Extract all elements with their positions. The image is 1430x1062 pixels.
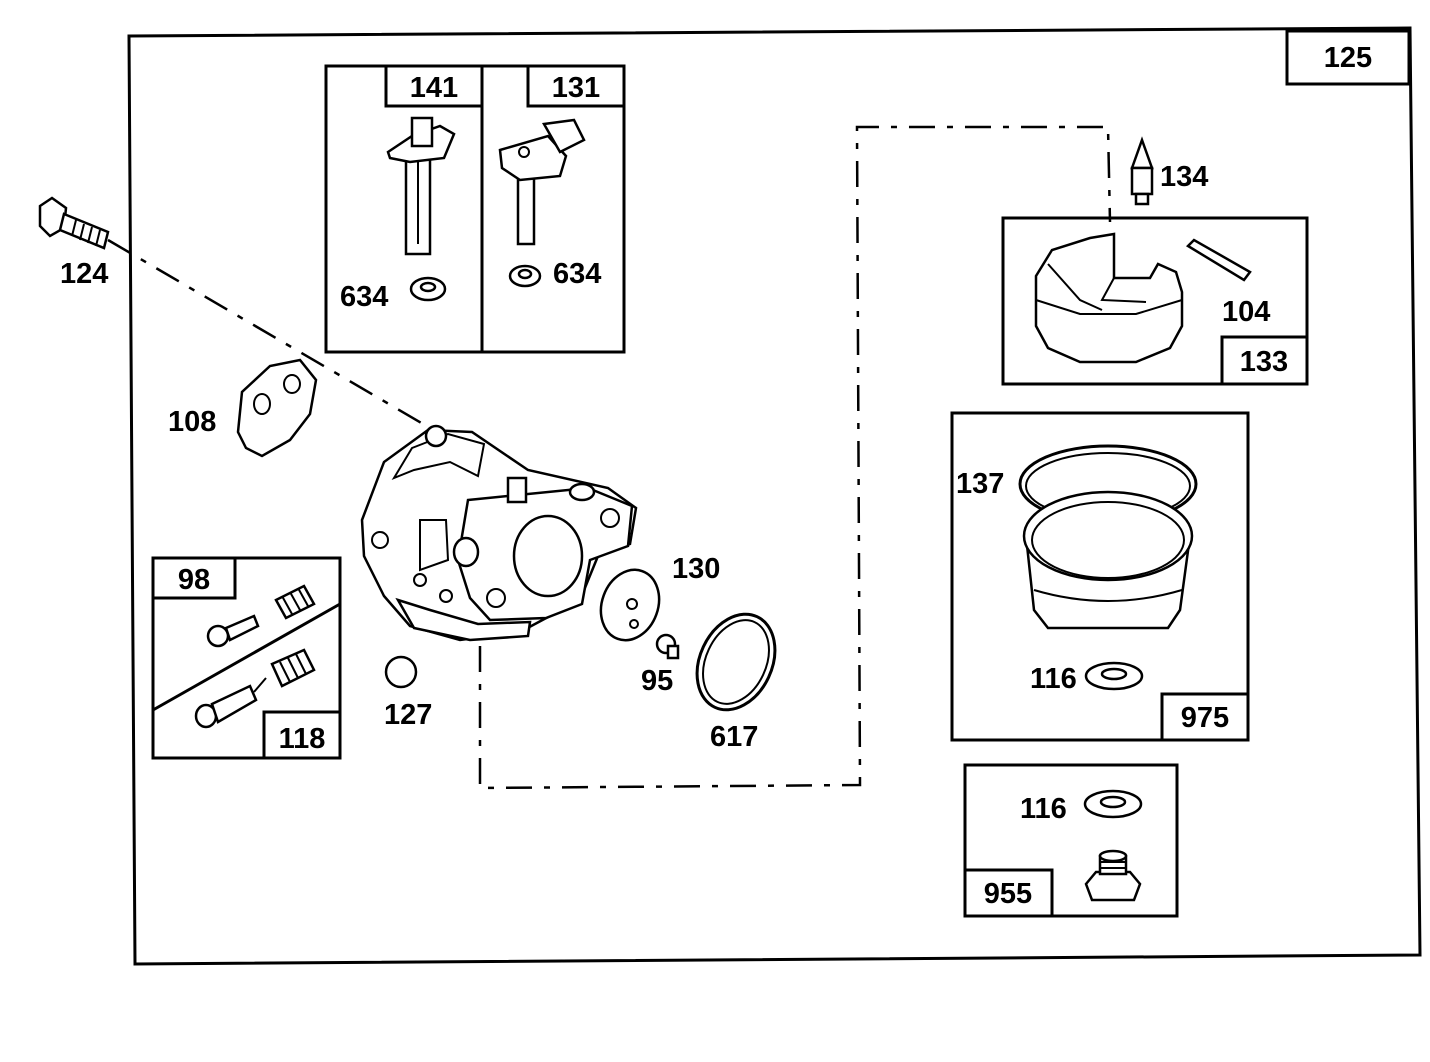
mixture-screw-spring-drawing [194,648,316,729]
kit-label-118: 118 [279,723,326,755]
gasket-108-drawing [236,358,318,458]
choke-shaft-drawing [498,118,586,246]
callout-617: 617 [710,721,758,753]
frame-label-125: 125 [1324,42,1372,74]
welch-plug-127-drawing [384,655,418,689]
float-bowl-drawing [1022,490,1194,630]
callout-634-left: 634 [340,281,388,313]
gasket-130-drawing [599,568,661,642]
leader-124 [107,238,431,430]
kit-label-955: 955 [984,878,1032,910]
callout-95: 95 [641,665,673,697]
screw-95-drawing [655,633,680,660]
kit-label-141: 141 [410,72,458,104]
washer-634-left-drawing [409,276,447,302]
kit-label-975: 975 [1181,702,1229,734]
kit-box-975: 975 [950,411,1250,742]
kit-label-98: 98 [178,564,210,596]
main-frame [127,26,1422,966]
kit-label-133: 133 [1240,346,1288,378]
assembly-dashed-connector [478,125,1112,790]
callout-104: 104 [1222,296,1270,328]
float-133-drawing [1034,232,1184,364]
throttle-shaft-drawing [386,116,456,256]
callout-134: 134 [1160,161,1208,193]
bowl-nut-drawing [1084,849,1142,902]
callout-108: 108 [168,406,216,438]
washer-116-upper-drawing [1084,661,1144,691]
callout-130: 130 [672,553,720,585]
inlet-needle-134-drawing [1130,136,1154,206]
callout-137: 137 [956,468,1004,500]
idle-screw-spring-drawing [206,584,316,648]
washer-634-right-drawing [508,264,542,288]
kit-box-955: 955 [963,763,1179,918]
float-pin-104-drawing [1185,238,1252,282]
frame-label-box-125: 125 [1285,29,1411,86]
callout-116-upper: 116 [1030,663,1077,695]
kit-label-131: 131 [552,72,600,104]
o-ring-617-drawing [695,612,777,712]
screw-124-drawing [38,196,110,250]
carburetor-body-drawing [360,424,638,642]
callout-634-right: 634 [553,258,601,290]
washer-116-lower-drawing [1083,789,1143,819]
kit-box-98-118: 98 118 [151,556,342,760]
callout-124: 124 [60,258,108,290]
callout-127: 127 [384,699,432,731]
callout-116-lower: 116 [1020,793,1067,825]
kit-box-133: 133 [1001,216,1309,386]
kit-box-141-131: 141 131 [324,64,626,354]
